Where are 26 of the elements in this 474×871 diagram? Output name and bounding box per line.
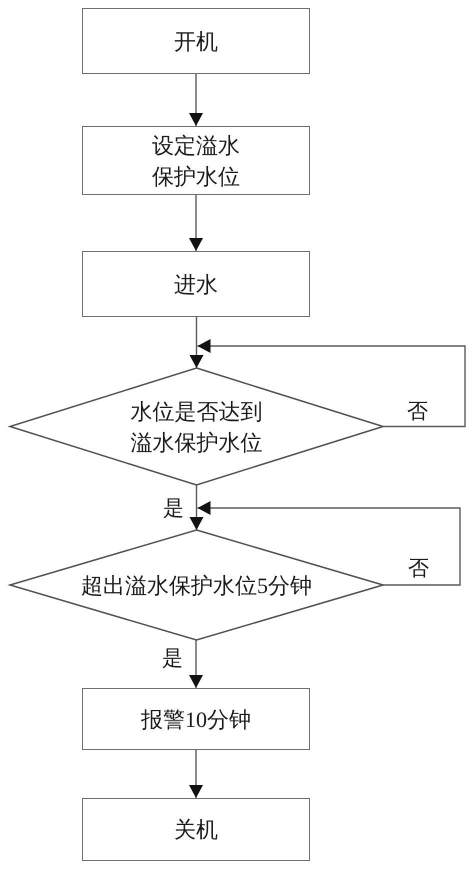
arrow bbox=[189, 74, 203, 126]
edge-label: 是 bbox=[163, 496, 184, 520]
process-box bbox=[82, 126, 310, 195]
arrow bbox=[189, 640, 203, 688]
loop-arrow bbox=[198, 501, 461, 586]
process-box bbox=[82, 8, 310, 74]
arrow bbox=[189, 750, 203, 798]
decision-text: 超出溢水保护水位5分钟 bbox=[80, 572, 313, 600]
arrow bbox=[190, 317, 204, 368]
decision-diamond bbox=[10, 530, 383, 640]
process-box bbox=[82, 688, 310, 750]
edge-label: 是 bbox=[162, 646, 183, 670]
decision-diamond bbox=[10, 368, 383, 485]
edge-label: 否 bbox=[408, 556, 429, 580]
process-box bbox=[82, 798, 310, 861]
edge-label: 否 bbox=[407, 399, 428, 423]
arrow bbox=[190, 485, 204, 530]
step-text: 设定溢水保护水位 bbox=[151, 132, 241, 190]
step-text: 开机 bbox=[173, 28, 219, 56]
step-text: 报警10分钟 bbox=[140, 706, 252, 734]
step-text: 进水 bbox=[173, 270, 219, 298]
step-text: 关机 bbox=[173, 816, 219, 844]
decision-text: 水位是否达到溢水保护水位 bbox=[130, 398, 264, 456]
loop-arrow bbox=[198, 339, 466, 428]
process-box bbox=[82, 251, 310, 317]
arrow bbox=[189, 195, 203, 251]
